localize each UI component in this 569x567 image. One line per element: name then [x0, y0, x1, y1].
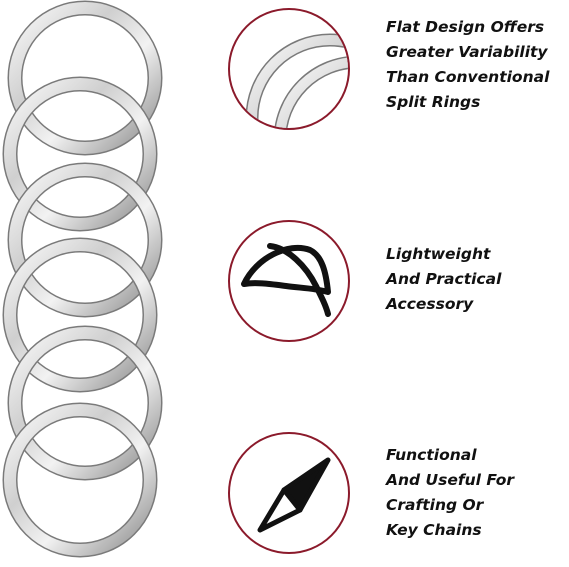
key-ring — [2, 237, 158, 393]
feature-badge — [228, 220, 350, 342]
key-ring — [7, 325, 163, 481]
caption-line: Lightweight — [386, 245, 491, 263]
caption-line: And Useful For — [386, 471, 515, 489]
key-ring — [7, 162, 163, 318]
overlapping-rings-icon — [245, 33, 348, 128]
caption-line: Than Conventional — [386, 68, 550, 86]
feature-badge — [228, 8, 350, 130]
key-ring — [2, 76, 158, 232]
caption-line: Split Rings — [386, 93, 481, 111]
feature-caption: Flat Design Offers Greater Variability T… — [386, 15, 549, 115]
split-rings-image — [2, 0, 163, 558]
caption-line: And Practical — [386, 270, 502, 288]
caption-line: Functional — [386, 446, 477, 464]
key-ring — [7, 0, 163, 156]
caption-line: Accessory — [386, 295, 474, 313]
compass-needle-icon — [257, 457, 331, 533]
caption-line: Crafting Or — [386, 496, 484, 514]
leaf-icon — [241, 243, 331, 317]
key-ring — [2, 402, 158, 558]
feature-badge — [228, 432, 350, 554]
caption-line: Greater Variability — [386, 43, 548, 61]
feature-caption: Lightweight And Practical Accessory — [386, 242, 501, 317]
caption-line: Key Chains — [386, 521, 482, 539]
feature-caption: Functional And Useful For Crafting Or Ke… — [386, 443, 514, 543]
caption-line: Flat Design Offers — [386, 18, 545, 36]
